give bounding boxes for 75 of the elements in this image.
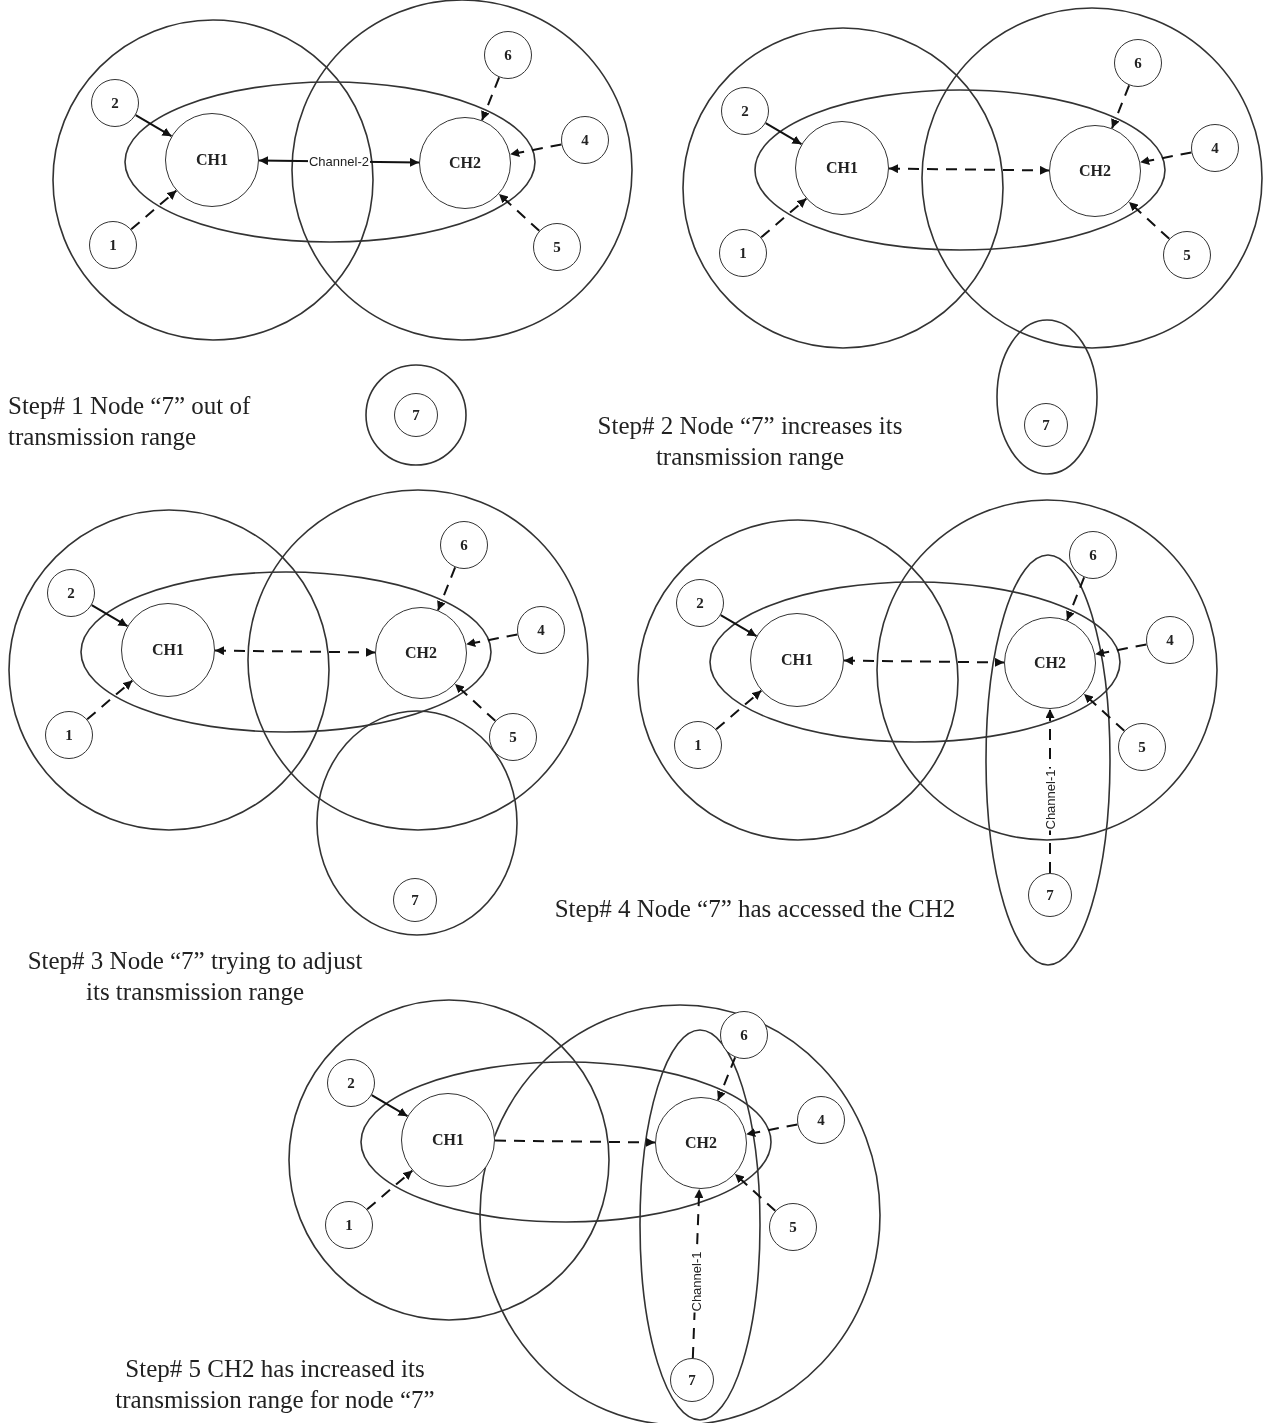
- node-circle: CH2: [1049, 125, 1141, 217]
- arrow: [1066, 576, 1086, 622]
- node-circle: 2: [47, 569, 95, 617]
- arrow: [733, 1173, 777, 1212]
- node-circle: CH1: [750, 613, 844, 707]
- arrow: [370, 1094, 409, 1118]
- node-circle: 6: [1069, 531, 1117, 579]
- node-circle: CH1: [165, 113, 259, 207]
- arrow: [86, 679, 134, 721]
- node-circle: CH1: [121, 603, 215, 697]
- arrow: [1127, 201, 1171, 240]
- node-circle: 4: [517, 606, 565, 654]
- node-circle: 4: [1191, 124, 1239, 172]
- arrow: [717, 1056, 737, 1102]
- arrow: [134, 114, 173, 138]
- arrow: [481, 76, 501, 122]
- arrow: [745, 1123, 799, 1138]
- node-circle: 7: [393, 878, 437, 922]
- node-circle: CH1: [795, 121, 889, 215]
- arrow: [497, 193, 541, 232]
- arrow: [465, 633, 519, 648]
- step-caption: Step# 1 Node “7” out of transmission range: [8, 391, 252, 452]
- node-circle: CH2: [655, 1097, 747, 1189]
- arrow: [760, 197, 808, 239]
- node-circle: 5: [489, 713, 537, 761]
- arrow: [437, 566, 457, 612]
- arrow: [1082, 693, 1126, 732]
- node-circle: 7: [1024, 403, 1068, 447]
- arrow: [719, 614, 758, 638]
- arrow: [453, 683, 497, 722]
- node-circle: 4: [1146, 616, 1194, 664]
- step-caption: Step# 3 Node “7” trying to adjust its transmission range: [26, 946, 364, 1007]
- arrow: [366, 1169, 414, 1211]
- arrow: [1139, 151, 1193, 166]
- node-circle: 6: [1114, 39, 1162, 87]
- node-circle: 1: [45, 711, 93, 759]
- arrow: [764, 122, 803, 146]
- node-circle: CH2: [375, 607, 467, 699]
- node-circle: 7: [670, 1358, 714, 1402]
- arrow: [130, 189, 178, 231]
- node-circle: 7: [394, 393, 438, 437]
- edge-label: Channel-2: [308, 154, 370, 169]
- node-circle: 1: [325, 1201, 373, 1249]
- arrow: [715, 689, 763, 731]
- node-circle: CH1: [401, 1093, 495, 1187]
- node-circle: 1: [89, 221, 137, 269]
- node-circle: 2: [721, 87, 769, 135]
- node-circle: 5: [1118, 723, 1166, 771]
- node-circle: 6: [484, 31, 532, 79]
- arrow: [1094, 643, 1148, 658]
- node-circle: 1: [719, 229, 767, 277]
- node-circle: 2: [676, 579, 724, 627]
- step-caption: Step# 5 CH2 has increased its transmission range for node “7”: [114, 1354, 436, 1415]
- arrow: [509, 143, 563, 158]
- step-caption: Step# 4 Node “7” has accessed the CH2: [553, 894, 957, 924]
- arrow: [494, 1137, 656, 1147]
- node-circle: 4: [797, 1096, 845, 1144]
- node-circle: CH2: [419, 117, 511, 209]
- node-circle: 6: [440, 521, 488, 569]
- node-circle: 1: [674, 721, 722, 769]
- node-circle: 7: [1028, 873, 1072, 917]
- arrow: [843, 656, 1005, 667]
- arrow: [90, 604, 129, 628]
- node-circle: 2: [327, 1059, 375, 1107]
- node-circle: 5: [769, 1203, 817, 1251]
- node-circle: 4: [561, 116, 609, 164]
- node-circle: 5: [1163, 231, 1211, 279]
- node-circle: CH2: [1004, 617, 1096, 709]
- arrow: [214, 646, 376, 657]
- node-circle: 5: [533, 223, 581, 271]
- arrow: [1111, 84, 1131, 130]
- arrow: [888, 164, 1050, 175]
- node-circle: 2: [91, 79, 139, 127]
- node-circle: 6: [720, 1011, 768, 1059]
- step-caption: Step# 2 Node “7” increases its transmission range: [596, 411, 904, 472]
